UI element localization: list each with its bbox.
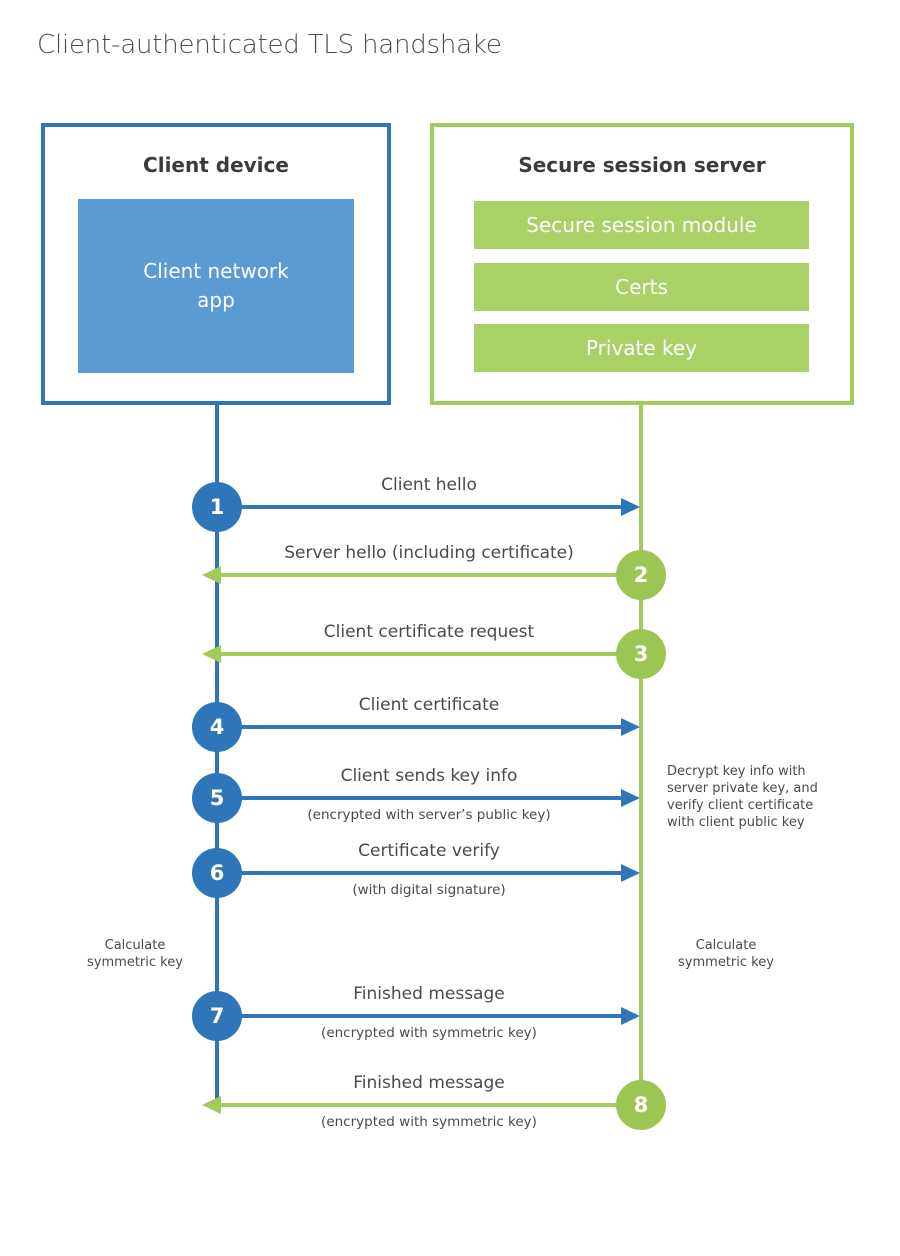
message-number-circle: 6: [192, 848, 242, 898]
message-arrow-line: [217, 871, 623, 875]
calculate-symmetric-key-note-client: Calculate symmetric key: [87, 938, 183, 971]
message-arrow-line: [217, 725, 623, 729]
message-label: Finished message: [353, 984, 505, 1004]
message-arrow-line: [217, 796, 623, 800]
message-arrow-line: [220, 1103, 641, 1107]
arrowhead-right-icon: [621, 1007, 640, 1025]
client-device-title: Client device: [143, 153, 289, 177]
message-label: Server hello (including certificate): [284, 543, 574, 563]
message-sublabel: (encrypted with server’s public key): [307, 807, 551, 823]
message-number-circle: 3: [616, 629, 666, 679]
page-title: Client-authenticated TLS handshake: [37, 30, 502, 60]
arrowhead-left-icon: [202, 645, 221, 663]
message-number-circle: 4: [192, 702, 242, 752]
client-lifeline: [215, 403, 219, 1109]
arrowhead-right-icon: [621, 789, 640, 807]
message-arrow-line: [220, 652, 641, 656]
message-number-circle: 8: [616, 1080, 666, 1130]
secure-session-server-title: Secure session server: [518, 153, 766, 177]
message-sublabel: (encrypted with symmetric key): [321, 1025, 537, 1041]
arrowhead-right-icon: [621, 718, 640, 736]
message-number-circle: 1: [192, 482, 242, 532]
message-label: Certificate verify: [358, 841, 500, 861]
arrowhead-right-icon: [621, 864, 640, 882]
message-number-circle: 5: [192, 773, 242, 823]
message-arrow-line: [217, 505, 623, 509]
message-label: Client certificate: [358, 695, 500, 715]
message-label: Finished message: [353, 1073, 505, 1093]
message-number-circle: 2: [616, 550, 666, 600]
server-module-secure-session-module: Secure session module: [474, 201, 809, 249]
message-arrow-line: [217, 1014, 623, 1018]
server-module-private-key: Private key: [474, 324, 809, 372]
message-sublabel: (encrypted with symmetric key): [321, 1114, 537, 1130]
message-label: Client hello: [381, 475, 477, 495]
message-label: Client certificate request: [323, 622, 535, 642]
server-decrypt-note: Decrypt key info with server private key…: [667, 764, 818, 830]
client-network-app-box: Client network app: [78, 199, 354, 373]
message-sublabel: (with digital signature): [352, 882, 506, 898]
arrowhead-left-icon: [202, 566, 221, 584]
arrowhead-left-icon: [202, 1096, 221, 1114]
message-label: Client sends key info: [340, 766, 518, 786]
server-lifeline: [639, 403, 643, 1105]
calculate-symmetric-key-note-server: Calculate symmetric key: [678, 938, 774, 971]
arrowhead-right-icon: [621, 498, 640, 516]
message-arrow-line: [220, 573, 641, 577]
message-number-circle: 7: [192, 991, 242, 1041]
server-module-certs: Certs: [474, 263, 809, 311]
